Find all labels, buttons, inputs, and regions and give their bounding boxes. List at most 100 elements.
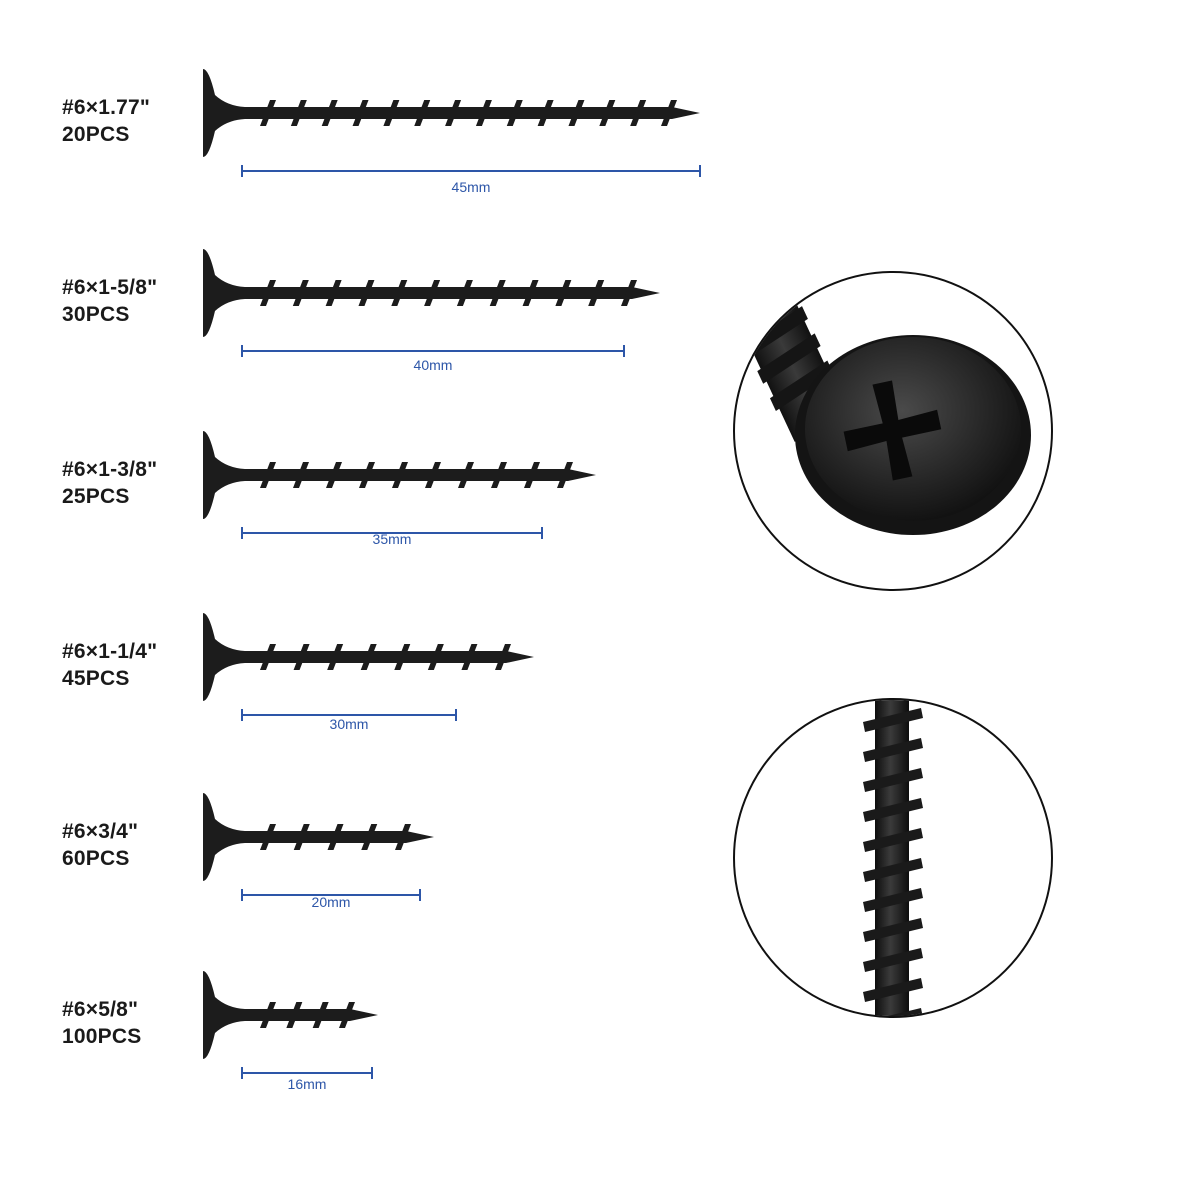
screw-5-icon — [203, 793, 434, 901]
thread-detail-view — [733, 698, 1053, 1018]
screw-thread — [424, 280, 441, 306]
screw-thread — [260, 100, 276, 126]
screw-thread — [260, 824, 276, 850]
length-label-2: 40mm — [413, 357, 453, 373]
screw-thread — [260, 644, 276, 670]
head-detail-view — [733, 271, 1053, 591]
screw-thread — [290, 100, 307, 126]
thread-ridge — [863, 978, 923, 1002]
screw-quantity-4: 45PCS — [62, 667, 130, 690]
screw-thread — [456, 280, 473, 306]
screw-row-1: #6×1.77" 20PCS 45mm — [0, 68, 720, 195]
screw-quantity-5: 60PCS — [62, 847, 130, 870]
screw-thread — [461, 644, 478, 670]
screw-thread — [293, 644, 310, 670]
screw-thread — [568, 100, 585, 126]
screw-label-4: #6×1-1/4" 45PCS — [62, 638, 157, 692]
screw-row-2: #6×1-5/8" 30PCS 40mm — [0, 248, 720, 373]
screw-thread — [414, 100, 431, 126]
screw-row-5: #6×3/4" 60PCS 20mm — [0, 792, 720, 912]
screw-thread — [339, 1002, 355, 1028]
screw-head — [203, 793, 245, 881]
screw-thread — [495, 644, 511, 670]
phillips-head-closeup-icon — [735, 273, 1031, 535]
screw-thread — [630, 100, 647, 126]
screw-shank — [243, 651, 534, 663]
screw-head — [203, 431, 245, 519]
screw-thread — [383, 100, 400, 126]
screw-thread — [491, 462, 507, 488]
length-label-4: 30mm — [329, 716, 369, 732]
screw-thread — [325, 280, 342, 306]
screw-thread — [599, 100, 616, 126]
length-label-3: 35mm — [372, 531, 412, 547]
screw-thread — [260, 1002, 276, 1028]
screw-quantity-3: 25PCS — [62, 485, 130, 508]
screw-thread — [394, 644, 411, 670]
screw-thread — [293, 824, 310, 850]
thread-closeup-icon — [863, 700, 923, 1016]
screw-label-6: #6×5/8" 100PCS — [62, 996, 141, 1050]
screw-label-1: #6×1.77" 20PCS — [62, 94, 150, 148]
thread-ridge — [863, 738, 923, 762]
screw-thread — [522, 280, 539, 306]
length-label-6: 16mm — [287, 1076, 327, 1092]
thread-ridge — [887, 1008, 923, 1016]
screw-3-icon — [203, 431, 596, 539]
screw-4-icon — [203, 613, 534, 721]
screw-size-4: #6×1-1/4" — [62, 640, 158, 663]
screw-shank — [243, 287, 660, 299]
screw-1-icon — [203, 69, 701, 177]
screw-size-1: #6×1.77" — [62, 96, 151, 119]
thread-ridge — [863, 948, 923, 972]
screw-size-3: #6×1-3/8" — [62, 458, 158, 481]
screw-thread — [427, 644, 444, 670]
screw-head — [203, 249, 245, 337]
screw-head — [203, 971, 245, 1059]
screw-thread — [537, 100, 554, 126]
screw-thread — [327, 644, 344, 670]
screw-thread — [425, 462, 441, 488]
screw-thread — [321, 100, 338, 126]
screw-label-3: #6×1-3/8" 25PCS — [62, 456, 157, 510]
screw-row-3: #6×1-3/8" 25PCS 35mm — [0, 430, 720, 550]
thread-ridge — [863, 858, 923, 882]
screw-thread — [445, 100, 462, 126]
screw-thread — [392, 462, 408, 488]
screw-quantity-6: 100PCS — [62, 1025, 142, 1048]
screw-quantity-1: 20PCS — [62, 123, 130, 146]
screw-thread — [555, 280, 572, 306]
screw-thread — [312, 1002, 329, 1028]
screw-2-icon — [203, 249, 660, 357]
screw-thread — [359, 462, 375, 488]
screw-size-6: #6×5/8" — [62, 998, 139, 1021]
thread-ridge — [863, 798, 923, 822]
screw-thread — [661, 100, 677, 126]
screw-thread — [293, 462, 309, 488]
screw-thread — [327, 824, 344, 850]
screw-thread — [524, 462, 540, 488]
thread-ridge — [863, 888, 923, 912]
screw-row-6: #6×5/8" 100PCS 16mm — [0, 970, 720, 1092]
screw-size-5: #6×3/4" — [62, 820, 139, 843]
screw-thread — [621, 280, 637, 306]
screw-size-2: #6×1-5/8" — [62, 276, 158, 299]
screw-thread — [588, 280, 605, 306]
screw-thread — [352, 100, 369, 126]
screw-thread — [260, 462, 276, 488]
screw-thread — [458, 462, 474, 488]
screw-thread — [395, 824, 411, 850]
thread-ridge — [863, 918, 923, 942]
screw-thread — [358, 280, 375, 306]
screw-thread — [361, 824, 378, 850]
thread-ridge — [863, 708, 923, 732]
screw-thread — [489, 280, 506, 306]
screw-thread — [360, 644, 377, 670]
screw-shank — [243, 1009, 378, 1021]
screw-thread — [475, 100, 492, 126]
screw-shank — [243, 107, 700, 119]
screw-shank — [243, 469, 596, 481]
thread-ridge — [863, 768, 923, 792]
screw-thread — [260, 280, 276, 306]
